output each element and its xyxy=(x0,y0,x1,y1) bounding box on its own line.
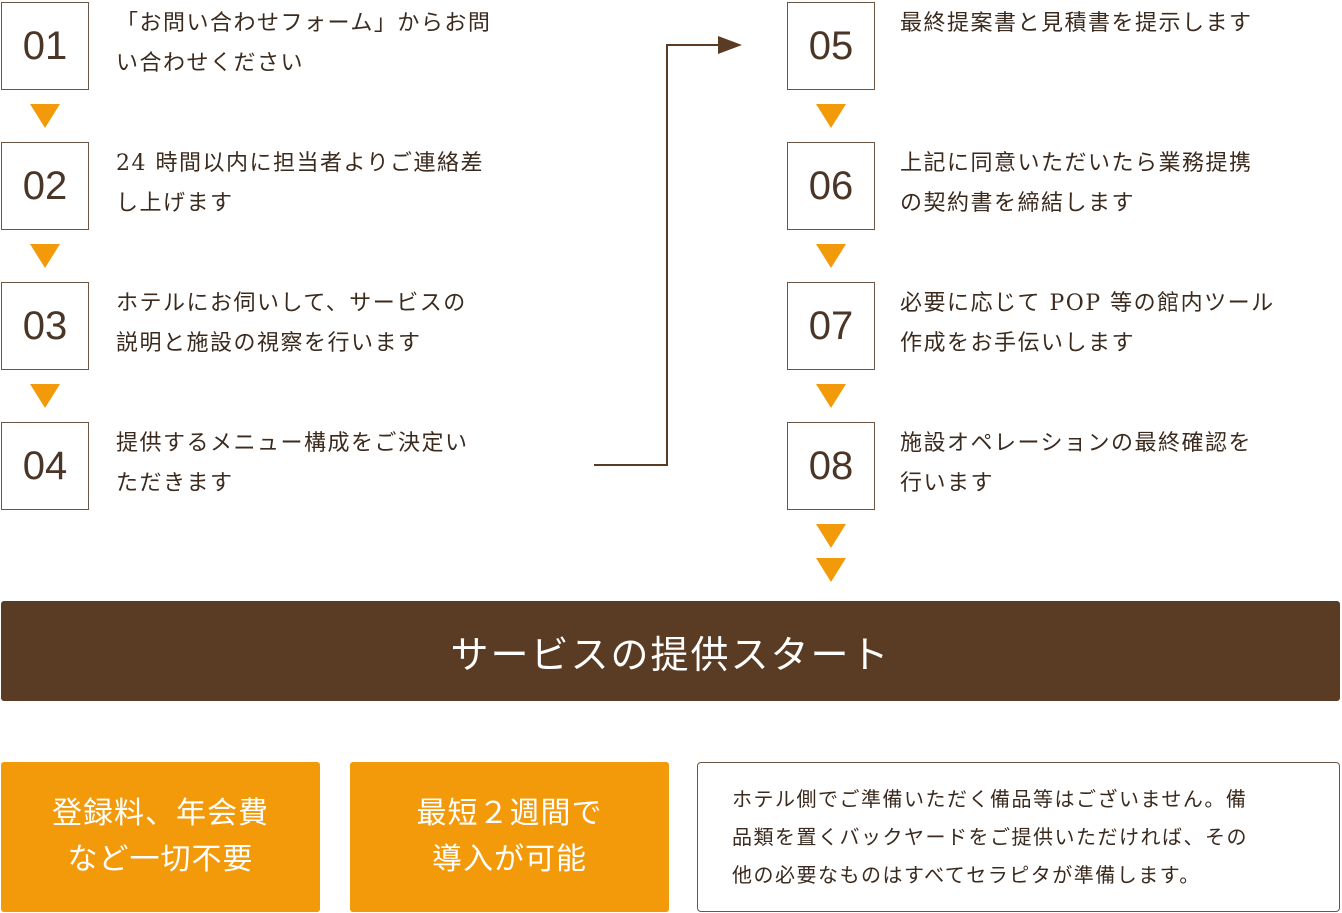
service-start-banner: サービスの提供スタート xyxy=(1,601,1340,701)
badge-line: 導入が可能 xyxy=(432,842,587,877)
step-description: ホテルにお伺いして、サービスの説明と施設の視察を行います xyxy=(116,291,467,356)
down-arrow-icon xyxy=(30,104,60,128)
step-description: 最終提案書と見積書を提示します xyxy=(900,11,1253,36)
down-arrow-icon xyxy=(816,244,846,268)
down-arrow-icon xyxy=(816,104,846,128)
down-arrow-icon xyxy=(816,384,846,408)
step-number: 03 xyxy=(1,282,89,370)
step-description: 施設オペレーションの最終確認を行います xyxy=(900,431,1253,496)
note-line: 品類を置くバックヤードをご提供いただければ、その xyxy=(732,825,1248,849)
step-number: 07 xyxy=(787,282,875,370)
down-arrow-icon xyxy=(816,524,846,548)
step-number: 08 xyxy=(787,422,875,510)
step-description: 「お問い合わせフォーム」からお問い合わせください xyxy=(116,11,492,76)
down-arrow-icon xyxy=(30,384,60,408)
note-line: 他の必要なものはすべてセラピタが準備します。 xyxy=(732,863,1201,887)
step-number: 04 xyxy=(1,422,89,510)
badge-line: 最短２週間で xyxy=(416,796,603,831)
step-number: 02 xyxy=(1,142,89,230)
step-number: 05 xyxy=(787,2,875,90)
two-week-intro-badge: 最短２週間で 導入が可能 xyxy=(350,762,669,912)
note-line: ホテル側でご準備いただく備品等はございません。備 xyxy=(732,787,1248,811)
step-description: 提供するメニュー構成をご決定いただきます xyxy=(116,431,469,496)
badge-line: など一切不要 xyxy=(67,842,254,877)
step-number: 06 xyxy=(787,142,875,230)
equipment-note: ホテル側でご準備いただく備品等はございません。備 品類を置くバックヤードをご提供… xyxy=(697,762,1340,912)
step-description: 24 時間以内に担当者よりご連絡差し上げます xyxy=(116,151,485,216)
step-description: 必要に応じて POP 等の館内ツール作成をお手伝いします xyxy=(900,291,1275,356)
no-fee-badge: 登録料、年会費 など一切不要 xyxy=(1,762,320,912)
step-description: 上記に同意いただいたら業務提携の契約書を締結します xyxy=(900,151,1253,216)
step-number: 01 xyxy=(1,2,89,90)
down-arrow-icon xyxy=(816,558,846,582)
badge-line: 登録料、年会費 xyxy=(52,796,269,831)
down-arrow-icon xyxy=(30,244,60,268)
